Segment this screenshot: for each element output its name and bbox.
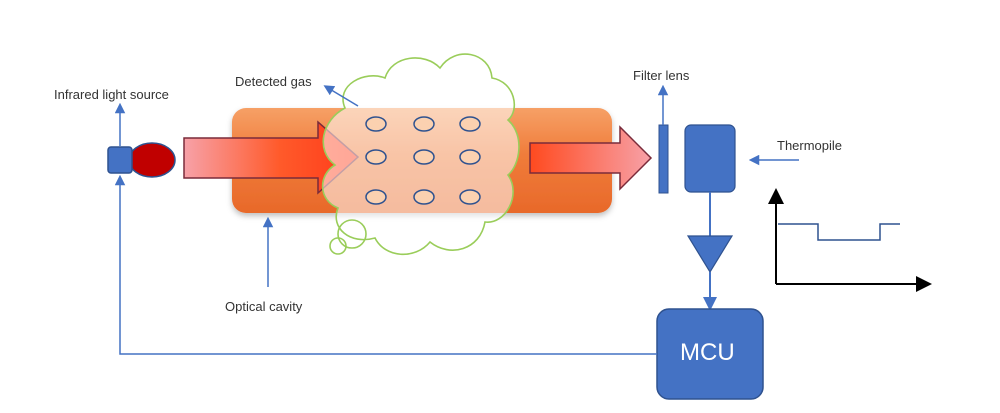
gas-molecule xyxy=(459,116,481,132)
amplifier-icon xyxy=(686,235,734,274)
mcu-label: MCU xyxy=(680,339,735,366)
gas-molecule xyxy=(365,116,387,132)
gas-molecule xyxy=(459,149,481,165)
gas-molecule xyxy=(413,189,435,205)
filter-lens xyxy=(658,124,669,194)
infrared-source-icon xyxy=(107,142,176,178)
signal-graph xyxy=(768,188,932,292)
thermopile xyxy=(684,124,736,193)
detected-gas-pointer xyxy=(323,85,359,107)
gas-molecule xyxy=(459,189,481,205)
infrared-source-label: Infrared light source xyxy=(54,87,169,102)
signal-trace xyxy=(778,223,900,241)
thermopile-label: Thermopile xyxy=(777,138,843,153)
gas-cloud-bubble-small xyxy=(329,237,347,255)
gas-molecules xyxy=(365,116,481,205)
gas-molecule xyxy=(413,116,435,132)
gas-molecule xyxy=(365,149,387,165)
gas-cloud-bubble-large xyxy=(337,219,367,249)
gas-molecule xyxy=(365,189,387,205)
gas-molecule xyxy=(413,149,435,165)
optical-cavity-label: Optical cavity xyxy=(225,299,303,314)
ir-beam-arrow-out xyxy=(529,125,653,191)
feedback-line xyxy=(114,174,657,355)
detected-gas-label: Detected gas xyxy=(235,74,312,89)
filter-lens-label: Filter lens xyxy=(633,68,690,83)
